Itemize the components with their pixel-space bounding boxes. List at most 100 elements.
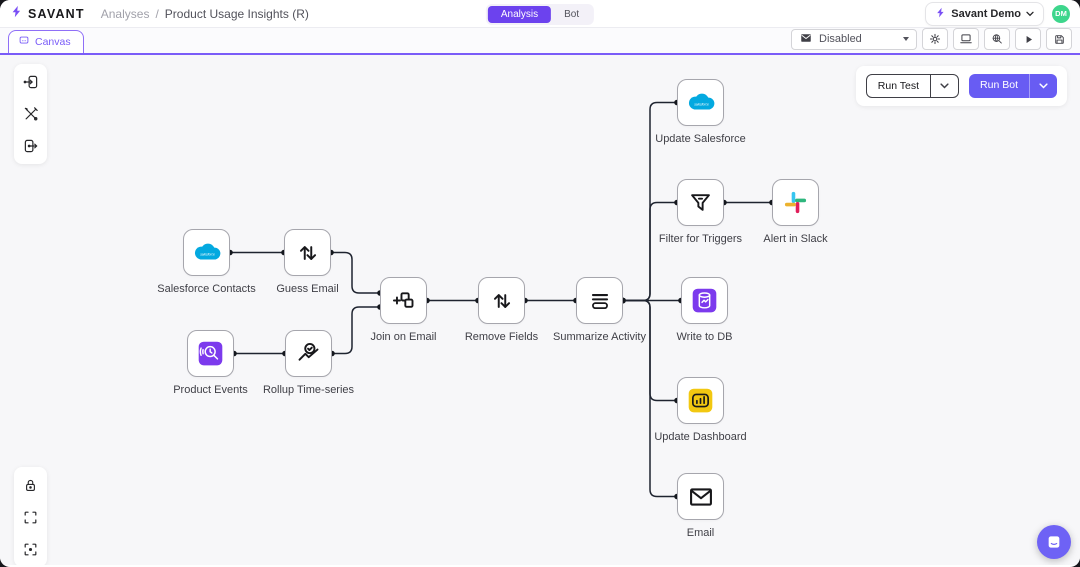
input-tool-button[interactable]	[21, 72, 41, 92]
display-icon	[960, 34, 972, 44]
mode-toggle: Analysis Bot	[485, 4, 595, 25]
node-label-update-salesforce: Update Salesforce	[655, 133, 746, 145]
breadcrumb-section[interactable]: Analyses	[100, 6, 150, 21]
breadcrumb-title: Product Usage Insights (R)	[164, 6, 309, 21]
run-button[interactable]	[1015, 28, 1041, 50]
node-join-on-email[interactable]	[380, 277, 427, 324]
output-tool-button[interactable]	[21, 136, 41, 156]
tools-button[interactable]	[21, 104, 41, 124]
chat-icon	[1048, 536, 1060, 548]
node-remove-fields[interactable]	[478, 277, 525, 324]
chart-check-icon	[295, 340, 322, 367]
node-label-filter-for-triggers: Filter for Triggers	[658, 233, 743, 245]
database-icon	[691, 287, 718, 314]
canvas-toolbox	[14, 64, 47, 164]
header-right: Savant Demo DM	[925, 1, 1070, 26]
node-update-salesforce[interactable]: salesforce	[677, 79, 724, 126]
savant-bolt-icon	[10, 4, 23, 24]
run-test-split-button: Run Test	[865, 74, 960, 98]
tab-bar: Canvas Disabled	[0, 28, 1080, 55]
trigger-select-value: Disabled	[819, 33, 862, 45]
run-bot-split-button: Run Bot	[969, 74, 1057, 98]
settings-button[interactable]	[922, 28, 948, 50]
slack-icon	[782, 189, 809, 216]
node-email[interactable]	[677, 473, 724, 520]
node-label-update-dashboard: Update Dashboard	[654, 431, 747, 443]
chevron-down-icon	[1026, 8, 1034, 20]
node-label-summarize-activity: Summarize Activity	[553, 331, 646, 343]
node-write-to-db[interactable]	[681, 277, 728, 324]
workspace-selector[interactable]: Savant Demo	[925, 1, 1044, 26]
breadcrumb: Analyses / Product Usage Insights (R)	[101, 7, 309, 21]
node-label-email: Email	[686, 527, 715, 539]
run-icon	[1026, 35, 1032, 43]
app-header: SAVANT Analyses / Product Usage Insights…	[0, 0, 1080, 28]
join-icon	[390, 287, 417, 314]
canvas-tab-icon	[18, 35, 30, 49]
node-guess-email[interactable]	[284, 229, 331, 276]
summarize-icon	[587, 288, 613, 314]
mail-icon	[799, 32, 813, 47]
svg-text:salesforce: salesforce	[694, 103, 709, 107]
tab-actions: Disabled	[791, 28, 1072, 53]
node-label-product-events: Product Events	[173, 384, 248, 396]
savant-logo[interactable]: SAVANT	[10, 4, 85, 24]
envelope-icon	[687, 483, 715, 511]
trigger-select[interactable]: Disabled	[791, 28, 917, 50]
node-label-write-to-db: Write to DB	[676, 331, 733, 343]
transform-icon	[295, 240, 321, 266]
node-filter-for-triggers[interactable]	[677, 179, 724, 226]
run-test-button[interactable]: Run Test	[877, 80, 920, 92]
chat-launcher-button[interactable]	[1037, 525, 1071, 559]
salesforce-icon: salesforce	[191, 241, 223, 264]
web-preview-button[interactable]	[984, 28, 1010, 50]
save-icon	[1054, 34, 1064, 44]
lock-button[interactable]	[21, 475, 41, 495]
mode-option-bot[interactable]: Bot	[564, 9, 580, 20]
dashboard-icon	[687, 387, 714, 414]
node-product-events[interactable]	[187, 330, 234, 377]
edge-guess-email-to-join-on-email	[331, 251, 380, 294]
node-alert-in-slack[interactable]	[772, 179, 819, 226]
breadcrumb-separator: /	[155, 6, 159, 21]
web-preview-icon	[992, 34, 1002, 44]
chevron-down-icon	[1039, 83, 1048, 89]
product-analytics-icon	[197, 340, 224, 367]
save-button[interactable]	[1046, 28, 1072, 50]
run-bot-dropdown-button[interactable]	[1029, 74, 1057, 98]
workspace-bolt-icon	[935, 6, 946, 22]
select-caret-icon	[903, 37, 909, 41]
output-icon	[24, 139, 37, 153]
run-test-dropdown-button[interactable]	[930, 75, 958, 97]
node-label-alert-in-slack: Alert in Slack	[763, 233, 828, 245]
mode-option-analysis[interactable]: Analysis	[487, 6, 552, 23]
run-card: Run Test Run Bot	[855, 66, 1067, 106]
edge-summarize-activity-to-email	[623, 299, 677, 498]
node-label-rollup-time-series: Rollup Time-series	[262, 384, 355, 396]
logo-text: SAVANT	[28, 6, 85, 21]
edge-rollup-time-series-to-join-on-email	[332, 306, 380, 355]
view-toolbox	[14, 467, 47, 565]
edge-summarize-activity-to-filter-for-triggers	[623, 201, 677, 302]
node-salesforce-contacts[interactable]: salesforce	[183, 229, 230, 276]
node-update-dashboard[interactable]	[677, 377, 724, 424]
salesforce-icon: salesforce	[685, 91, 717, 114]
node-summarize-activity[interactable]	[576, 277, 623, 324]
focus-center-button[interactable]	[21, 539, 41, 559]
avatar[interactable]: DM	[1052, 4, 1070, 23]
lock-icon	[26, 479, 35, 491]
run-bot-button[interactable]: Run Bot	[980, 79, 1018, 91]
fit-view-button[interactable]	[21, 507, 41, 527]
focus-icon	[24, 543, 37, 555]
transform-icon	[489, 288, 515, 314]
display-button[interactable]	[953, 28, 979, 50]
tab-canvas[interactable]: Canvas	[8, 30, 84, 53]
canvas-tab-label: Canvas	[35, 36, 71, 48]
settings-icon	[929, 33, 941, 45]
workspace-label: Savant Demo	[951, 7, 1021, 20]
edges-layer	[227, 99, 775, 500]
input-icon	[23, 75, 37, 89]
filter-icon	[687, 189, 714, 216]
node-rollup-time-series[interactable]	[285, 330, 332, 377]
